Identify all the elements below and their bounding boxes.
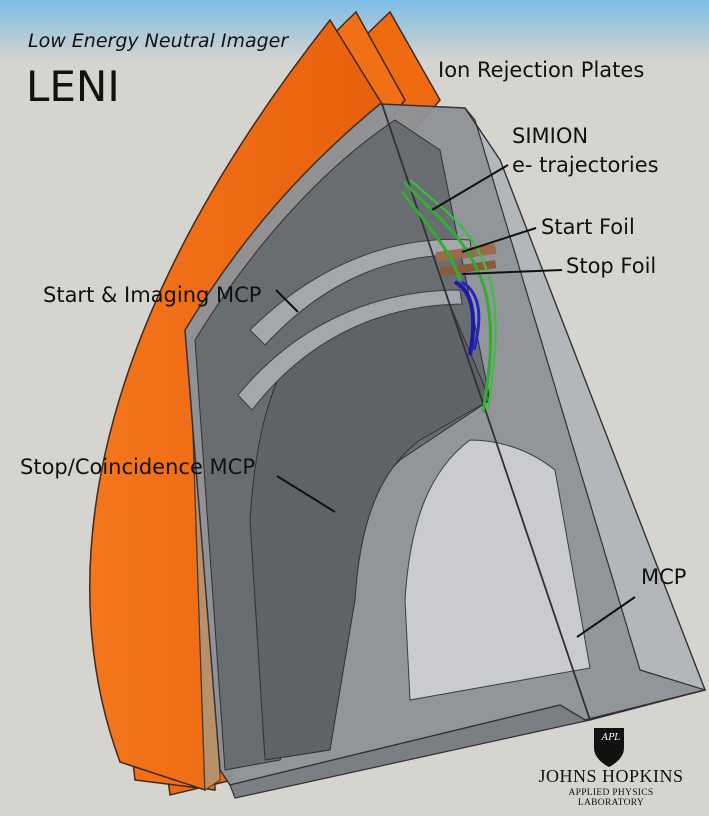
stop-foil-label: Stop Foil xyxy=(566,254,657,278)
leader-simion xyxy=(431,164,509,211)
trajectory-green-1 xyxy=(402,180,493,413)
detector-housing xyxy=(184,103,707,799)
trajectory-blue-2 xyxy=(461,280,481,351)
trajectory-green-2 xyxy=(409,179,497,411)
page-title: LENI xyxy=(26,62,120,111)
jhu-apl-logo: APL JOHNS HOPKINS APPLIED PHYSICS LABORA… xyxy=(536,724,686,808)
apl-badge-text: APL xyxy=(601,733,621,743)
start-foil-label: Start Foil xyxy=(541,215,635,239)
ion-rejection-plates-label: Ion Rejection Plates xyxy=(438,58,645,82)
simion-trajectories xyxy=(400,179,497,413)
leader-stop-foil xyxy=(461,269,563,275)
side-panel xyxy=(464,107,707,691)
cavity-light xyxy=(404,439,591,701)
mcp-label: MCP xyxy=(641,565,687,589)
leader-start-foil xyxy=(461,227,537,253)
inner-arc-ring-2 xyxy=(237,289,463,411)
leader-start-imaging xyxy=(275,289,299,313)
leader-stop-coincidence xyxy=(276,475,336,513)
apl-badge-shield xyxy=(594,728,624,767)
trajectory-blue-1 xyxy=(453,280,476,356)
leader-mcp xyxy=(576,596,636,638)
logo-name: JOHNS HOPKINS xyxy=(538,766,684,786)
simion-label: SIMION xyxy=(512,124,589,148)
stop-coincidence-mcp-label: Stop/Coincidence MCP xyxy=(20,455,255,479)
ion-plate-front xyxy=(89,18,383,792)
logo-subname: APPLIED PHYSICS LABORATORY xyxy=(568,788,654,808)
simion-label-line2: e- trajectories xyxy=(512,153,659,177)
stop-foil-shape xyxy=(439,260,497,276)
trajectory-green-3 xyxy=(400,191,462,281)
bottom-face xyxy=(229,689,706,799)
subtitle: Low Energy Neutral Imager xyxy=(28,30,289,52)
housing-edge xyxy=(381,103,591,721)
start-imaging-mcp-label: Start & Imaging MCP xyxy=(43,283,262,307)
leader-lines xyxy=(275,164,636,638)
